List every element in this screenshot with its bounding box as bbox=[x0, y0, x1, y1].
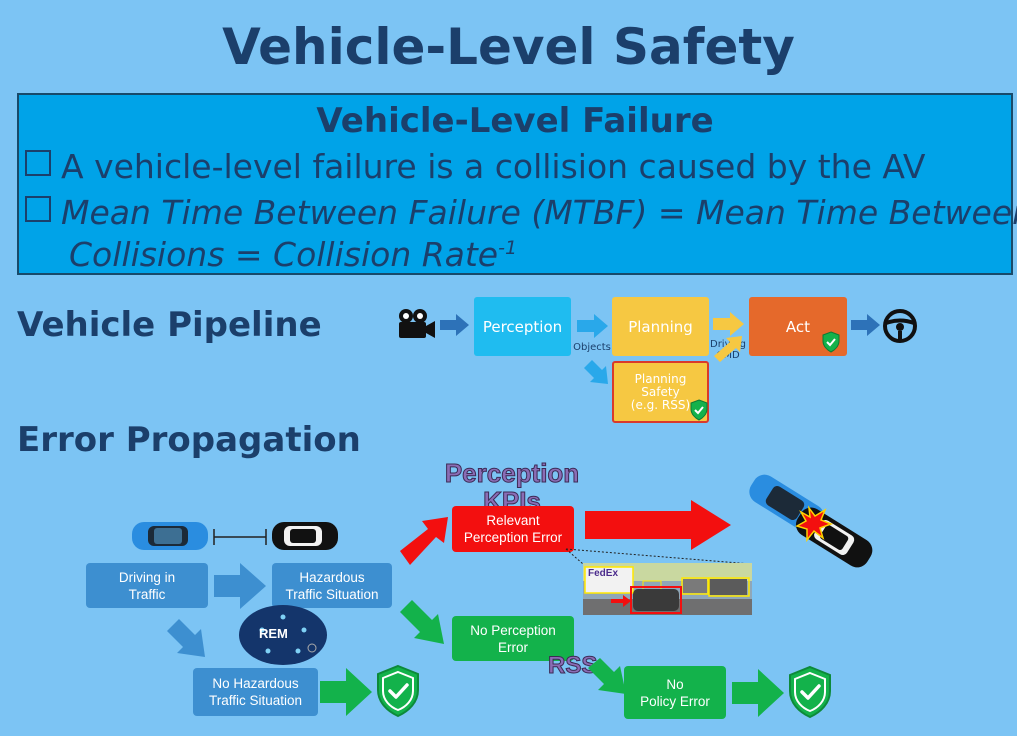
bullet-mtbf-line2: Collisions = Collision Rate bbox=[69, 235, 499, 274]
shield-check-icon bbox=[690, 399, 708, 421]
distance-marker-icon bbox=[213, 529, 267, 545]
arrow-act-to-steering-icon bbox=[851, 314, 880, 336]
driving-line2: Traffic bbox=[128, 586, 166, 602]
arrow-driving-to-hazard-icon bbox=[214, 563, 266, 609]
act-block-label: Act bbox=[785, 317, 811, 336]
checkbox-bullet-icon bbox=[25, 196, 51, 222]
no-policy-line1: No bbox=[666, 676, 684, 692]
detection-photo bbox=[583, 563, 752, 615]
planning-safety-line2: Safety bbox=[641, 384, 680, 399]
arrow-no-policy-to-safe-icon bbox=[732, 669, 784, 717]
driving-cmd-line2: CMD bbox=[716, 350, 740, 361]
shield-check-icon bbox=[377, 664, 419, 718]
arrow-hazard-to-error-icon bbox=[400, 517, 448, 565]
superscript-minus-one: -1 bbox=[498, 237, 518, 259]
arrow-planning-to-act-icon bbox=[713, 312, 744, 336]
perception-block-label: Perception bbox=[482, 317, 563, 336]
shield-check-icon bbox=[789, 665, 831, 719]
planning-block-label: Planning bbox=[628, 317, 693, 336]
perception-block: Perception bbox=[474, 297, 571, 356]
vehicle-pipeline-heading: Vehicle Pipeline bbox=[17, 305, 322, 345]
no-hazard-line1: No Hazardous bbox=[212, 676, 299, 691]
rss-label: RSS bbox=[547, 652, 598, 680]
blue-car-icon bbox=[132, 522, 208, 550]
failure-definition-box: Vehicle-Level Failure A vehicle-level fa… bbox=[17, 93, 1017, 275]
shield-check-icon bbox=[822, 331, 840, 353]
black-car-icon bbox=[272, 522, 338, 550]
no-hazard-line2: Traffic Situation bbox=[208, 693, 303, 708]
arrow-no-error-to-no-policy-icon bbox=[588, 658, 626, 694]
arrow-perception-to-safety-icon bbox=[584, 360, 608, 384]
driving-line1: Driving in bbox=[118, 569, 176, 585]
hazard-line2: Traffic Situation bbox=[285, 586, 379, 602]
error-propagation-heading: Error Propagation bbox=[17, 420, 361, 460]
camera-icon bbox=[399, 309, 435, 338]
planning-safety-line3: (e.g. RSS) bbox=[630, 397, 691, 412]
arrow-perception-to-planning-icon bbox=[577, 314, 608, 338]
failure-heading: Vehicle-Level Failure bbox=[316, 101, 714, 141]
page-title: Vehicle-Level Safety bbox=[222, 18, 795, 76]
bullet-mtbf-continuation: Collisions = Collision Rate-1 bbox=[69, 235, 517, 274]
arrow-no-hazard-to-safe-icon bbox=[320, 668, 372, 716]
relevant-line2: Perception Error bbox=[463, 530, 563, 545]
rem-map-icon bbox=[239, 605, 327, 665]
arrow-camera-to-perception-icon bbox=[440, 314, 469, 336]
arrow-hazard-to-no-error-icon bbox=[400, 600, 444, 644]
planning-safety-line1: Planning bbox=[634, 371, 687, 386]
arrow-error-to-collision-icon bbox=[585, 500, 731, 550]
objects-label: Objects bbox=[573, 342, 611, 353]
bullet-collision: A vehicle-level failure is a collision c… bbox=[25, 147, 925, 186]
perception-kpis-line1: Perception bbox=[444, 458, 580, 488]
no-perception-line2: Error bbox=[498, 639, 528, 655]
planning-block: Planning bbox=[612, 297, 709, 356]
collision-icon bbox=[749, 474, 873, 568]
bullet-collision-text: A vehicle-level failure is a collision c… bbox=[61, 147, 926, 186]
fedex-label: FedEx bbox=[588, 568, 619, 579]
steering-wheel-icon bbox=[883, 309, 917, 343]
no-perception-line1: No Perception bbox=[470, 622, 556, 638]
relevant-line1: Relevant bbox=[486, 513, 540, 528]
callout-lines bbox=[565, 548, 752, 565]
no-policy-line2: Policy Error bbox=[640, 693, 710, 709]
rem-label: REM bbox=[259, 626, 288, 641]
bullet-mtbf-line1: Mean Time Between Failure (MTBF) = Mean … bbox=[61, 193, 1017, 232]
arrow-driving-to-no-hazard-icon bbox=[167, 619, 205, 657]
bullet-mtbf: Mean Time Between Failure (MTBF) = Mean … bbox=[25, 193, 1017, 232]
arrow-safety-to-act-icon bbox=[714, 336, 742, 362]
hazard-line1: Hazardous bbox=[299, 569, 365, 585]
checkbox-bullet-icon bbox=[25, 150, 51, 176]
